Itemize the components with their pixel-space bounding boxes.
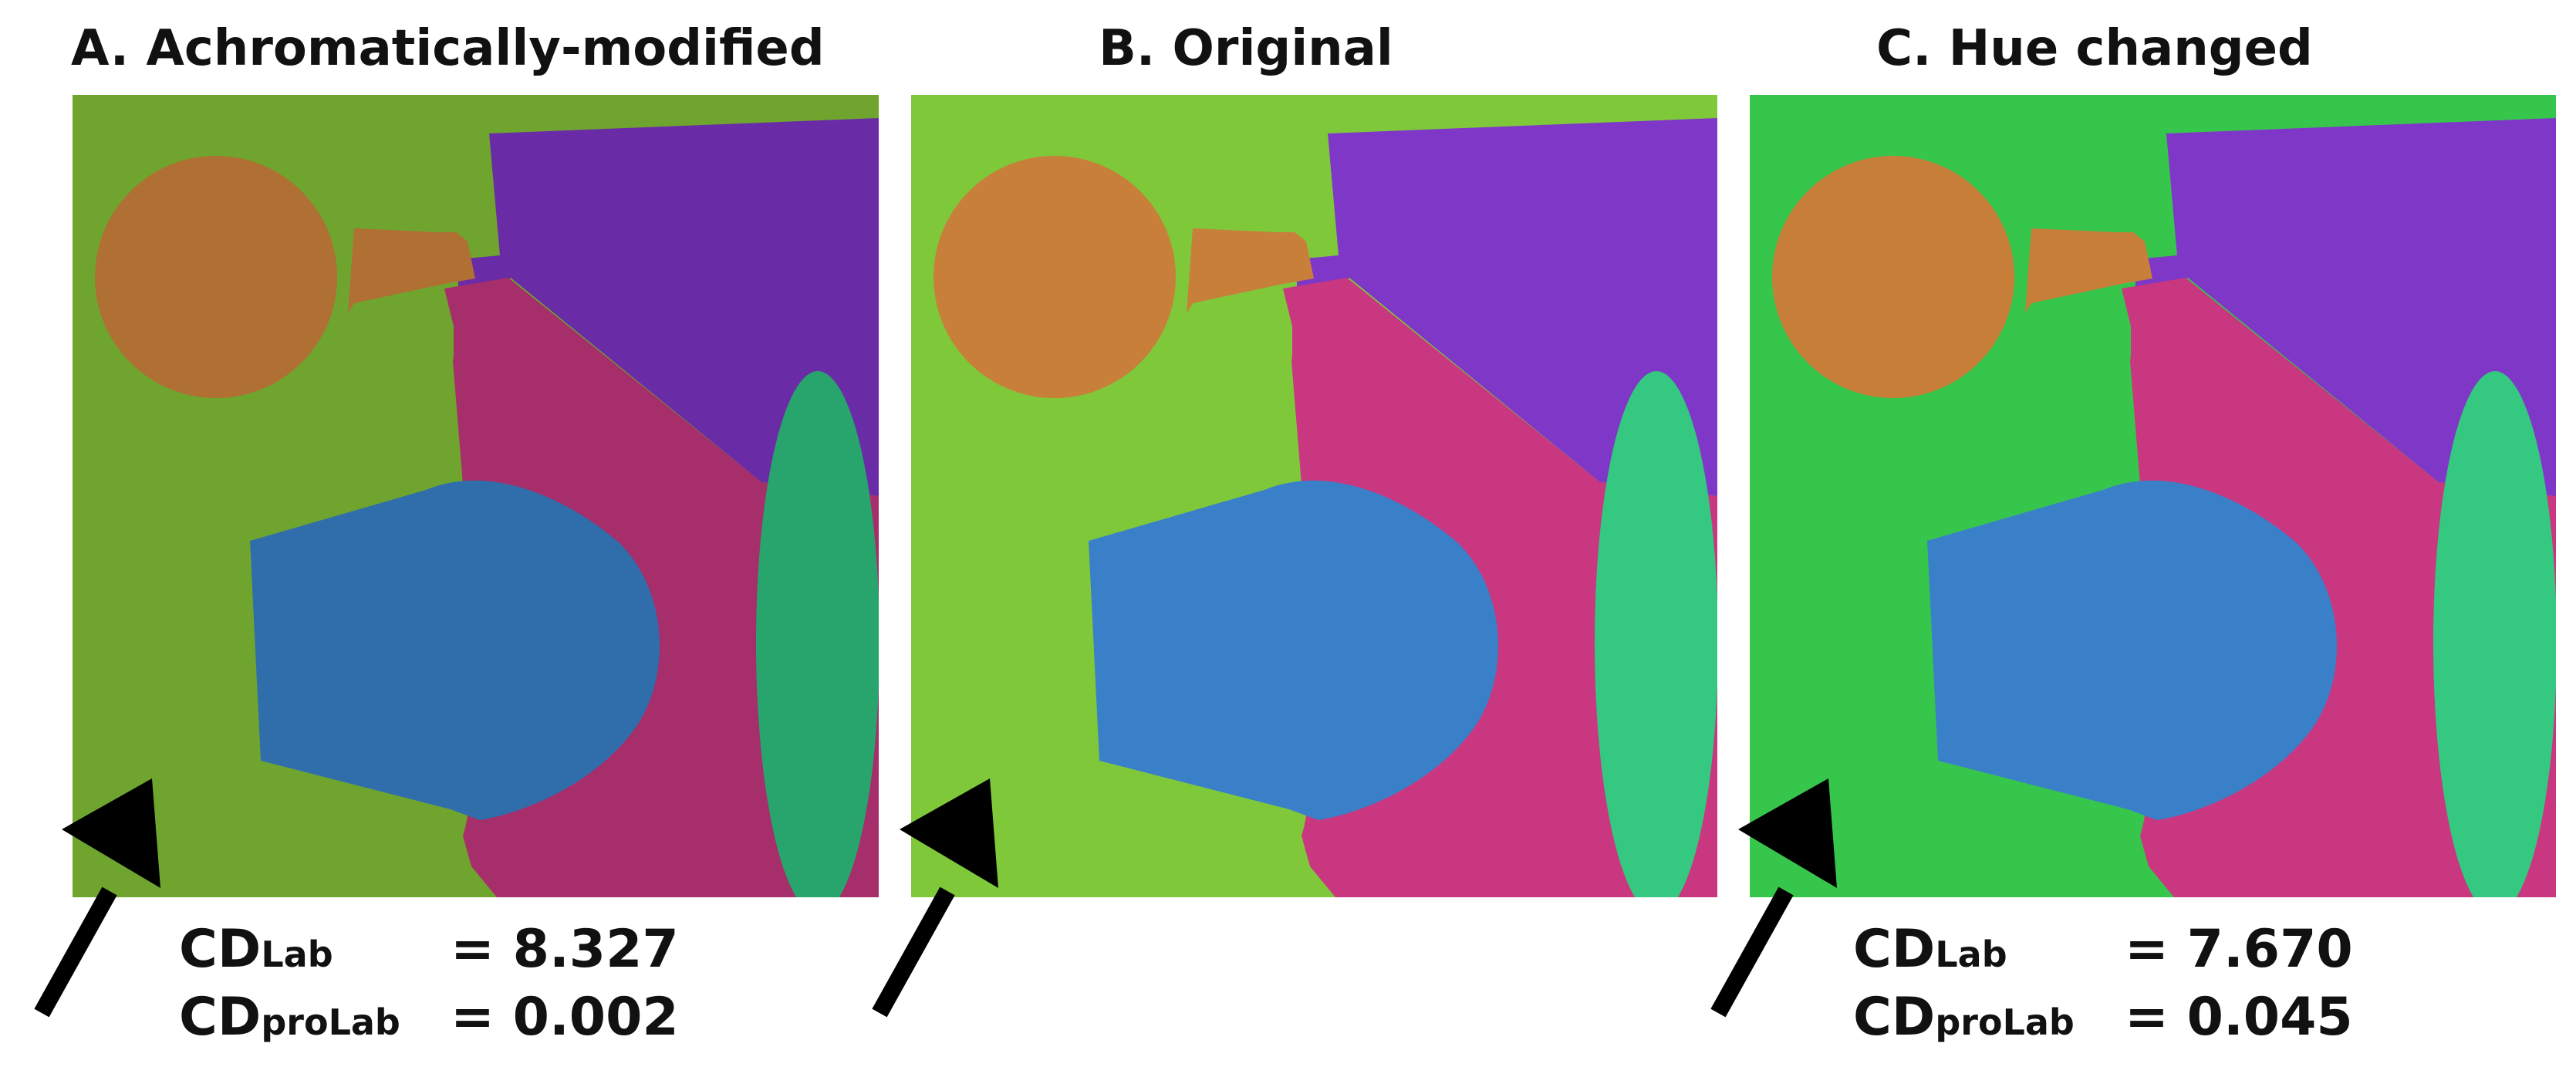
teal-ellipse [1595, 371, 1717, 897]
cd-prolab-label: CDproLab [1853, 987, 2075, 1048]
cd-prolab-value: = 0.045 [2125, 987, 2353, 1048]
orange-circle [95, 156, 337, 398]
teal-ellipse [756, 371, 879, 897]
cd-lab-label: CDLab [179, 919, 333, 980]
blue-shape [250, 480, 660, 820]
cd-prolab-row: CDproLab = 0.002 [179, 986, 679, 1054]
orange-circle [1772, 156, 2014, 398]
panel-c-title: C. Hue changed [1876, 20, 2313, 77]
cd-lab-row: CDLab = 7.670 [1853, 918, 2353, 986]
panel-b-title: B. Original [1099, 20, 1393, 77]
blue-shape [1089, 480, 1499, 820]
panel-a-metrics: CDLab = 8.327 CDproLab = 0.002 [179, 918, 679, 1054]
panel-c-image [1750, 95, 2556, 897]
wedge-region [1187, 228, 1314, 313]
teal-ellipse [2433, 371, 2556, 897]
arrow-icon [1710, 778, 1837, 1018]
orange-circle [934, 156, 1176, 398]
purple-region [1297, 118, 1717, 496]
purple-region [458, 118, 879, 496]
cd-prolab-value: = 0.002 [451, 987, 679, 1048]
panel-a-image [73, 95, 879, 897]
panel-a-title: A. Achromatically-modified [71, 20, 825, 77]
arrow-icon [872, 778, 998, 1018]
panel-b-image [911, 95, 1717, 897]
cd-lab-label: CDLab [1853, 919, 2007, 980]
panel-c-metrics: CDLab = 7.670 CDproLab = 0.045 [1853, 918, 2353, 1054]
arrow-icon [34, 778, 160, 1018]
cd-prolab-label: CDproLab [179, 987, 400, 1048]
wedge-region [348, 228, 475, 313]
wedge-region [2025, 228, 2152, 313]
cd-lab-value: = 8.327 [451, 919, 679, 980]
cd-prolab-row: CDproLab = 0.045 [1853, 986, 2353, 1054]
cd-lab-row: CDLab = 8.327 [179, 918, 679, 986]
purple-region [2135, 118, 2556, 496]
cd-lab-value: = 7.670 [2125, 919, 2353, 980]
blue-shape [1927, 480, 2338, 820]
